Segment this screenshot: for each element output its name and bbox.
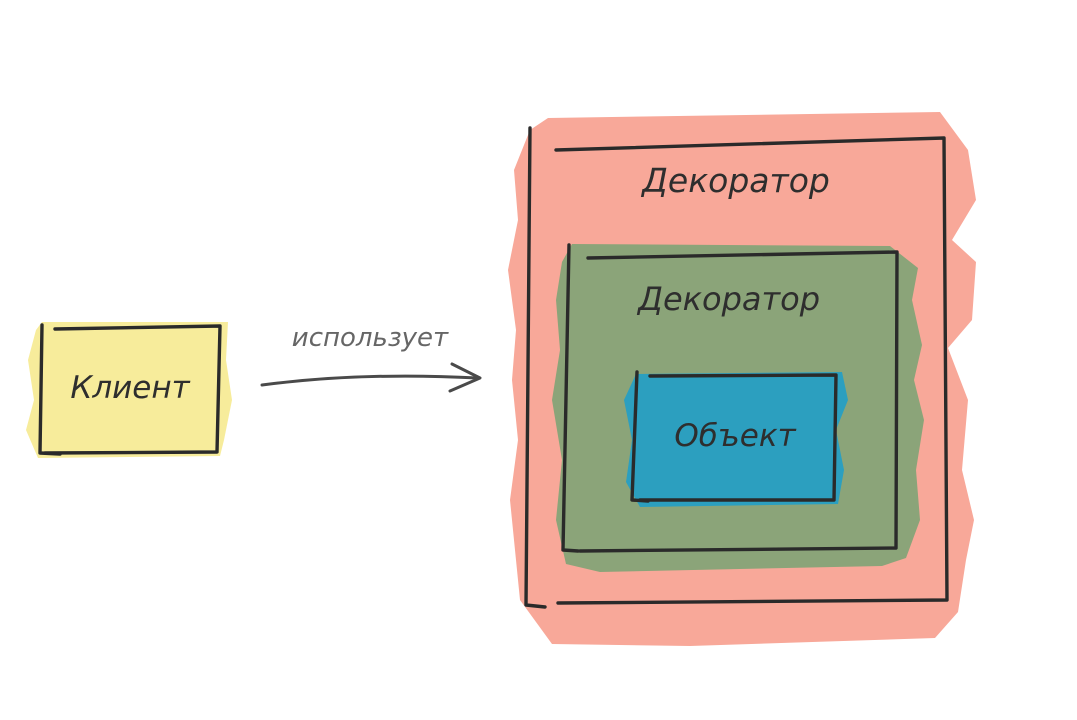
client-fill bbox=[26, 322, 232, 458]
client-box: Клиент bbox=[26, 322, 232, 458]
inner-decorator-frame bbox=[578, 250, 899, 553]
uses-arrow: использует bbox=[260, 323, 482, 393]
client-label: Клиент bbox=[70, 370, 190, 406]
uses-arrow-line bbox=[260, 374, 480, 387]
inner-decorator-label: Декоратор bbox=[636, 280, 820, 318]
object-frame bbox=[638, 373, 838, 502]
uses-arrow-label: использует bbox=[292, 323, 449, 353]
outer-decorator-left-border bbox=[524, 126, 547, 609]
object-label: Объект bbox=[674, 418, 796, 454]
outer-decorator-label: Декоратор bbox=[640, 161, 830, 200]
inner-decorator-left-border bbox=[561, 243, 580, 553]
object-box: Объект bbox=[624, 370, 848, 507]
uses-arrow-head bbox=[448, 362, 482, 393]
outer-decorator-frame bbox=[554, 136, 949, 605]
object-fill bbox=[624, 372, 848, 507]
client-frame bbox=[43, 324, 222, 455]
